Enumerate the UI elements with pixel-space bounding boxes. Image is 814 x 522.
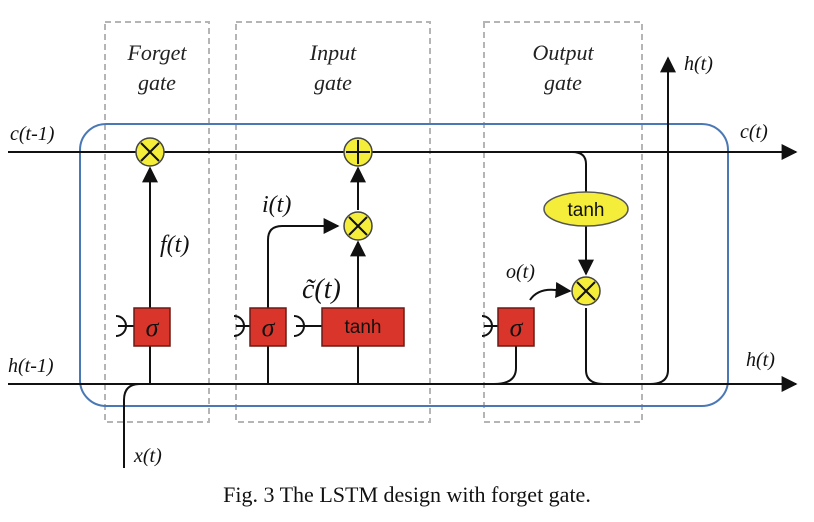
c-out-label: c(t) — [740, 121, 768, 143]
tanh-block-label: tanh — [345, 317, 382, 338]
o-gate-label: o(t) — [506, 261, 535, 283]
output-gate-arrow — [529, 281, 572, 301]
output-gate-region — [483, 21, 643, 423]
x-in-label: x(t) — [133, 445, 162, 467]
forget-gate-label: Forget — [126, 40, 187, 65]
tanh-block: tanh — [321, 307, 405, 347]
output-sigma-symbol: σ — [510, 313, 524, 342]
candidate-label: c̃(t) — [302, 274, 341, 305]
output-gate-label: Output — [532, 40, 594, 65]
input-sigma-block: σ — [249, 307, 287, 347]
output-sigma-input — [493, 346, 517, 385]
figure-caption: Fig. 3 The LSTM design with forget gate. — [223, 482, 591, 507]
f-gate-label: f(t) — [160, 232, 189, 258]
input-multiply-node — [343, 211, 373, 241]
output-product-line — [585, 56, 676, 385]
x-input-line — [123, 383, 141, 468]
input-gate-arrow — [267, 218, 340, 310]
forget-multiply-node — [135, 137, 165, 167]
output-gate-label-2: gate — [544, 70, 582, 95]
cell-boundary — [79, 123, 729, 407]
output-sigma-block: σ — [497, 307, 535, 347]
forget-sigma-block: σ — [133, 307, 171, 347]
forget-gate-region — [104, 21, 210, 423]
input-gate-label-2: gate — [314, 70, 352, 95]
input-gate-label: Input — [309, 40, 357, 65]
input-gate-region — [235, 21, 431, 423]
cell-to-tanh-line — [571, 151, 587, 192]
input-sigma-symbol: σ — [262, 313, 276, 342]
forget-sigma-symbol: σ — [146, 313, 160, 342]
c-prev-label: c(t-1) — [10, 123, 55, 145]
h-prev-label: h(t-1) — [8, 355, 54, 377]
h-out-top-label: h(t) — [684, 53, 713, 75]
tanh-ellipse-label: tanh — [568, 200, 605, 221]
i-gate-label: i(t) — [262, 192, 291, 218]
input-add-node — [343, 137, 373, 167]
output-multiply-node — [571, 276, 601, 306]
h-out-right-label: h(t) — [746, 349, 775, 371]
forget-gate-label-2: gate — [138, 70, 176, 95]
tanh-ellipse: tanh — [543, 191, 629, 227]
